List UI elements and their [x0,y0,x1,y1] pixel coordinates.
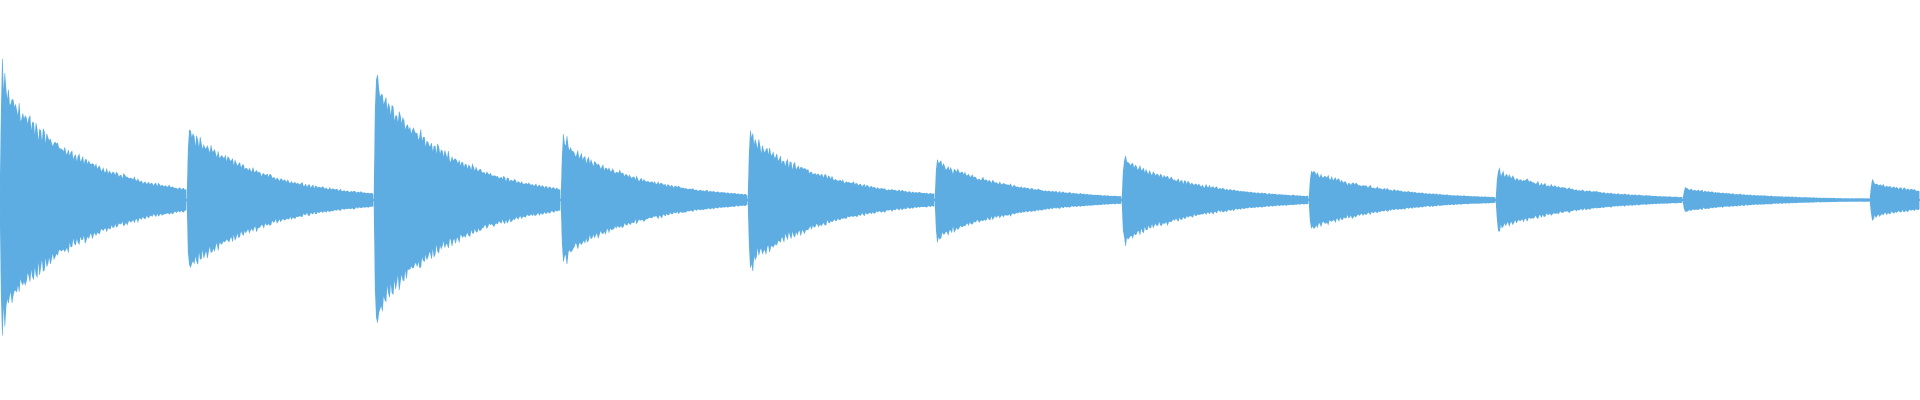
waveform-segment [1869,178,1920,221]
waveform-segment [186,129,374,269]
waveform-segment [1682,187,1870,212]
waveform-segment [1308,170,1496,229]
waveform-segment [1121,155,1309,246]
waveform-segment [560,134,748,265]
waveform-segment [373,74,561,323]
waveform-segment [0,58,187,336]
waveform-segment [747,130,935,272]
waveform-segment [1495,167,1683,232]
waveform-segment [934,159,1122,243]
